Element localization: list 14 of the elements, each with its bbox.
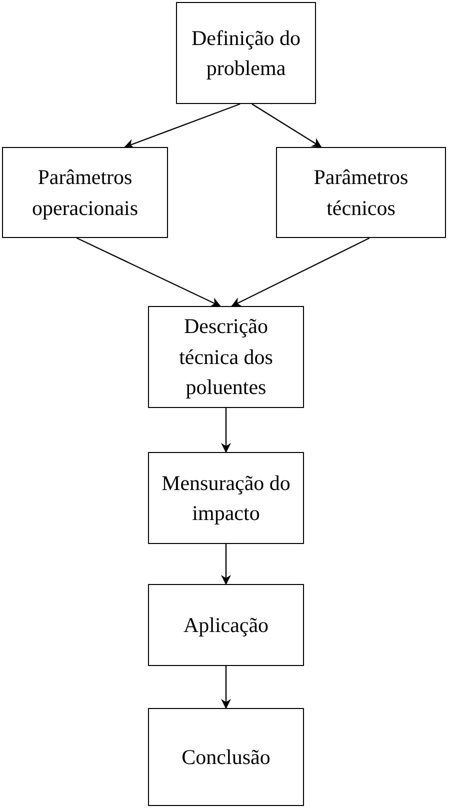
arrow — [221, 408, 231, 453]
process-box: Mensuração do impacto — [148, 452, 304, 544]
process-box: Parâmetros técnicos — [276, 147, 446, 238]
process-box: Definição do problema — [176, 2, 316, 104]
arrow — [231, 237, 370, 307]
process-box: Parâmetros operacionais — [2, 147, 168, 238]
arrow — [76, 237, 221, 307]
process-box: Conclusão — [148, 708, 304, 806]
arrow — [252, 104, 322, 148]
process-box: Aplicação — [148, 584, 304, 666]
process-box: Descrição técnica dos poluentes — [148, 306, 304, 408]
arrow — [124, 103, 240, 149]
arrow — [221, 544, 231, 585]
arrow — [221, 666, 231, 709]
